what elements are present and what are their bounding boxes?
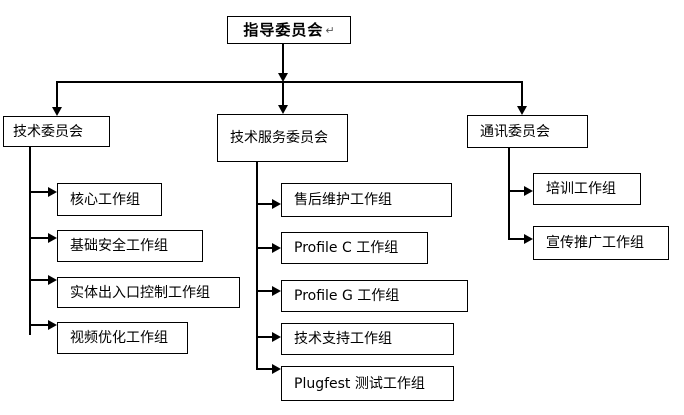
arrowhead-access-control-workgroup [48, 275, 57, 285]
arrowhead-left-committee [52, 107, 62, 116]
connector-right-branch-1 [508, 190, 524, 192]
org-box-profile-g-workgroup: Profile G 工作组 [281, 280, 468, 312]
arrowhead-right-committee [517, 106, 527, 115]
connector-middle-trunk [256, 162, 258, 370]
org-box-label: 技术服务委员会 [230, 130, 328, 146]
connector-root-stem [282, 44, 284, 73]
org-box-basic-security-workgroup: 基础安全工作组 [57, 230, 203, 262]
connector-bus-to-right [521, 83, 523, 106]
connector-bus-horizontal [56, 81, 523, 83]
org-box-label: 视频优化工作组 [70, 330, 168, 346]
org-box-training-workgroup: 培训工作组 [533, 173, 641, 205]
arrowhead-basic-security-workgroup [48, 233, 57, 243]
connector-bus-to-middle [282, 83, 284, 105]
org-box-label: 实体出入口控制工作组 [70, 284, 210, 301]
org-box-plugfest-test-workgroup: Plugfest 测试工作组 [281, 366, 454, 401]
org-box-label: Plugfest 测试工作组 [294, 375, 425, 392]
arrowhead-technical-support-workgroup [272, 332, 281, 342]
connector-left-branch-2 [29, 237, 48, 239]
org-box-technical-support-workgroup: 技术支持工作组 [281, 323, 454, 355]
org-box-aftersales-workgroup: 售后维护工作组 [281, 183, 452, 217]
arrowhead-profile-g-workgroup [272, 286, 281, 296]
org-box-technical-committee: 技术委员会 [3, 116, 110, 147]
org-box-label: Profile G 工作组 [294, 288, 400, 304]
org-box-profile-c-workgroup: Profile C 工作组 [281, 232, 428, 264]
arrowhead-aftersales-workgroup [272, 199, 281, 209]
org-box-label: 基础安全工作组 [70, 238, 168, 254]
org-box-steering-committee: 指导委员会↵ [227, 16, 351, 44]
org-box-core-workgroup: 核心工作组 [57, 183, 162, 216]
arrowhead-profile-c-workgroup [272, 243, 281, 253]
return-mark: ↵ [325, 23, 335, 37]
arrowhead-core-workgroup [48, 187, 57, 197]
org-box-label: 通讯委员会 [480, 123, 550, 140]
connector-middle-branch-4 [256, 336, 272, 338]
org-box-label: 指导委员会 [243, 20, 324, 39]
connector-left-branch-1 [29, 191, 48, 193]
connector-right-trunk [508, 148, 510, 240]
connector-middle-branch-3 [256, 290, 272, 292]
org-box-label: 技术委员会 [13, 123, 83, 140]
connector-right-branch-2 [508, 238, 524, 240]
connector-middle-branch-5 [256, 368, 272, 370]
connector-middle-branch-2 [256, 247, 272, 249]
org-box-access-control-workgroup: 实体出入口控制工作组 [57, 277, 240, 308]
org-box-technical-service-committee: 技术服务委员会 [217, 114, 348, 162]
org-box-promotion-workgroup: 宣传推广工作组 [533, 226, 669, 260]
arrowhead-root-to-bus [278, 73, 288, 82]
connector-left-branch-4 [29, 324, 48, 326]
org-box-label: 技术支持工作组 [294, 331, 392, 347]
connector-bus-to-left [56, 83, 58, 107]
arrowhead-middle-committee [278, 105, 288, 114]
arrowhead-video-optimization-workgroup [48, 320, 57, 330]
arrowhead-training-workgroup [524, 186, 533, 196]
org-box-label: Profile C 工作组 [294, 240, 399, 256]
connector-left-branch-3 [29, 279, 48, 281]
arrowhead-promotion-workgroup [524, 234, 533, 244]
org-box-label: 核心工作组 [70, 191, 140, 208]
arrowhead-plugfest-test-workgroup [272, 364, 281, 374]
org-box-label: 售后维护工作组 [294, 192, 392, 208]
connector-left-trunk [29, 147, 31, 335]
org-box-label: 培训工作组 [546, 181, 616, 197]
org-box-communication-committee: 通讯委员会 [467, 115, 588, 148]
org-box-video-optimization-workgroup: 视频优化工作组 [57, 322, 188, 354]
org-box-label: 宣传推广工作组 [546, 235, 644, 251]
connector-middle-branch-1 [256, 203, 272, 205]
